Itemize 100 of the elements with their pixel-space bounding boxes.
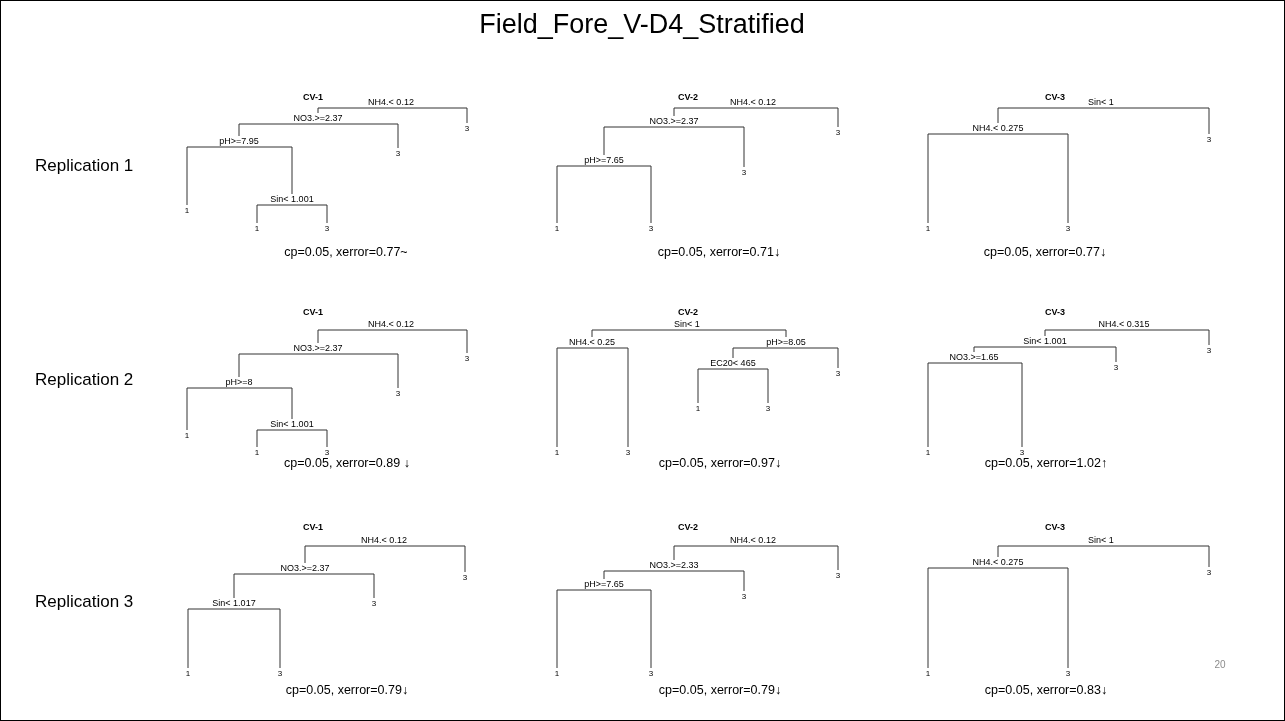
split-label: Sin< 1.001 xyxy=(270,194,314,205)
leaf-label: 1 xyxy=(925,224,931,234)
tree-branch xyxy=(383,545,466,573)
split-label: pH>=7.95 xyxy=(219,136,259,147)
split-label: NH4.< 0.12 xyxy=(730,535,776,546)
tree-branch xyxy=(304,573,375,599)
tree-branch xyxy=(603,589,652,669)
leaf-label: 1 xyxy=(184,206,190,216)
tree-branch xyxy=(291,429,328,448)
panel-title: CV-2 xyxy=(678,522,698,532)
tree-branch xyxy=(390,329,468,354)
caption: cp=0.05, xerror=0.89 ↓ xyxy=(284,456,410,470)
tree-branch xyxy=(973,346,1046,353)
tree-branch xyxy=(233,573,306,599)
split-label: NH4.< 0.12 xyxy=(368,319,414,330)
tree-branch xyxy=(238,387,293,420)
caption: cp=0.05, xerror=1.02↑ xyxy=(984,456,1108,470)
tree-branch xyxy=(997,133,1069,224)
tree-branch xyxy=(997,107,1102,124)
tree-branch xyxy=(233,608,281,669)
tree-branch xyxy=(673,107,754,117)
leaf-label: 3 xyxy=(1113,363,1119,373)
tree-branch xyxy=(752,545,839,571)
panel-title: CV-1 xyxy=(303,522,323,532)
leaf-label: 3 xyxy=(835,369,841,379)
split-label: NH4.< 0.12 xyxy=(368,97,414,108)
panel-title: CV-2 xyxy=(678,92,698,102)
leaf-label: 3 xyxy=(1206,568,1212,578)
panel-title: CV-1 xyxy=(303,92,323,102)
leaf-label: 3 xyxy=(648,669,654,679)
tree-branch xyxy=(997,567,1069,669)
tree-branch xyxy=(673,545,754,561)
tree-branch xyxy=(591,329,688,338)
leaf-label: 3 xyxy=(324,224,330,234)
caption: cp=0.05, xerror=0.83↓ xyxy=(984,683,1108,697)
caption: cp=0.05, xerror=0.77~ xyxy=(284,245,408,259)
leaf-label: 3 xyxy=(395,149,401,159)
tree-branch xyxy=(732,368,769,404)
tree-branch xyxy=(973,362,1023,448)
caption: cp=0.05, xerror=0.79↓ xyxy=(658,683,782,697)
tree-branch xyxy=(186,387,240,431)
leaf-label: 1 xyxy=(925,669,931,679)
tree-branch xyxy=(390,107,468,124)
tree-branch xyxy=(1044,346,1117,363)
tree-branch xyxy=(927,362,975,448)
tree-branch xyxy=(927,133,999,224)
leaf-label: 3 xyxy=(741,168,747,178)
leaf-label: 3 xyxy=(765,404,771,414)
split-label: NO3.>=2.37 xyxy=(280,563,330,574)
caption: cp=0.05, xerror=0.97↓ xyxy=(658,456,782,470)
caption: cp=0.05, xerror=0.79↓ xyxy=(285,683,409,697)
split-label: Sin< 1.017 xyxy=(212,598,256,609)
panel-title: CV-3 xyxy=(1045,92,1065,102)
tree-branch xyxy=(603,165,652,224)
leaf-label: 3 xyxy=(1065,669,1071,679)
split-label: NH4.< 0.12 xyxy=(730,97,776,108)
leaf-label: 3 xyxy=(371,599,377,609)
leaf-label: 3 xyxy=(1019,448,1025,458)
tree-branch xyxy=(927,567,999,669)
tree-branch xyxy=(317,353,399,389)
tree-branch xyxy=(556,589,605,669)
leaf-label: 3 xyxy=(1065,224,1071,234)
split-label: Sin< 1 xyxy=(1088,535,1114,546)
tree-branch xyxy=(556,347,593,448)
tree-branch xyxy=(1100,545,1210,568)
caption: cp=0.05, xerror=0.71↓ xyxy=(657,245,781,259)
tree-branch xyxy=(291,204,328,224)
row-label: Replication 3 xyxy=(35,592,134,612)
split-label: NH4.< 0.315 xyxy=(1098,319,1150,330)
leaf-label: 3 xyxy=(625,448,631,458)
tree-branch xyxy=(997,545,1102,558)
tree-branch xyxy=(317,329,392,344)
split-label: pH>=8 xyxy=(225,377,253,388)
tree-branch xyxy=(1044,329,1125,337)
panel-title: CV-2 xyxy=(678,307,698,317)
caption: cp=0.05, xerror=0.77↓ xyxy=(983,245,1107,259)
split-label: pH>=7.65 xyxy=(584,155,624,166)
leaf-label: 1 xyxy=(554,224,560,234)
tree-branch xyxy=(673,570,745,592)
split-label: Sin< 1 xyxy=(1088,97,1114,108)
tree-branch xyxy=(317,107,392,114)
panel-title: CV-3 xyxy=(1045,522,1065,532)
leaf-label: 3 xyxy=(835,128,841,138)
leaf-label: 3 xyxy=(462,573,468,583)
leaf-label: 3 xyxy=(324,448,330,458)
tree-branch xyxy=(238,146,293,195)
leaf-label: 3 xyxy=(277,669,283,679)
split-label: NO3.>=2.33 xyxy=(649,560,699,571)
slide-title: Field_Fore_V-D4_Stratified xyxy=(479,8,805,40)
split-label: NH4.< 0.12 xyxy=(361,535,407,546)
panel-title: CV-1 xyxy=(303,307,323,317)
tree-branch xyxy=(732,347,787,359)
leaf-label: 3 xyxy=(1206,346,1212,356)
tree-branch xyxy=(697,368,734,404)
leaf-label: 1 xyxy=(554,448,560,458)
split-label: NH4.< 0.275 xyxy=(972,557,1024,568)
split-label: NH4.< 0.25 xyxy=(569,337,615,348)
tree-branch xyxy=(673,126,745,168)
leaf-label: 1 xyxy=(254,448,260,458)
leaf-label: 1 xyxy=(184,431,190,441)
